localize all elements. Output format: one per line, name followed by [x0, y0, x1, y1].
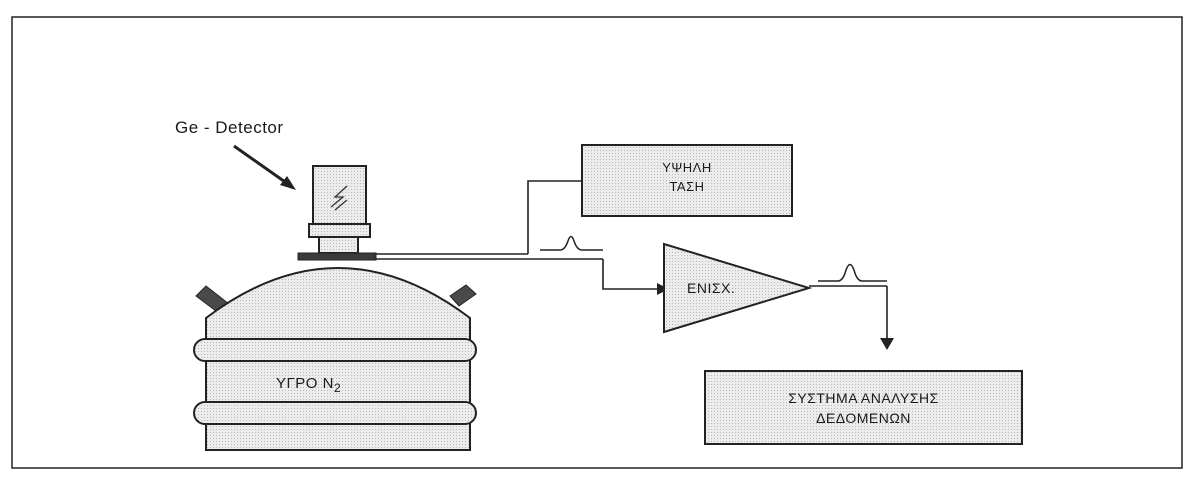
amplifier-triangle	[663, 242, 813, 334]
analysis-line2: ΔΕΔΟΜΕΝΩΝ	[816, 410, 911, 426]
outer-frame	[11, 16, 1183, 469]
dewar-label-main: ΥΓΡΟ Ν	[276, 375, 334, 392]
ge-detector	[297, 165, 377, 261]
dewar-label-subscript: 2	[333, 381, 342, 395]
detector-collar	[308, 223, 371, 238]
signal-cable	[376, 180, 668, 290]
dewar-label: ΥΓΡΟ Ν2	[276, 375, 341, 395]
amplifier-label: ΕΝΙΣΧ.	[687, 280, 736, 296]
pulse-input	[540, 235, 603, 251]
analysis-line1: ΣΥΣΤΗΜΑ ΑΝΑΛΥΣΗΣ	[788, 390, 939, 406]
detector-crystal	[312, 165, 367, 225]
dewar-tank	[193, 267, 477, 451]
high-voltage-line1: ΥΨΗΛΗ	[662, 160, 712, 175]
detector-neck	[318, 236, 359, 254]
arrow-to-analysis	[880, 338, 894, 350]
dewar-ring-lower	[193, 401, 477, 425]
analysis-system-label: ΣΥΣΤΗΜΑ ΑΝΑΛΥΣΗΣ ΔΕΔΟΜΕΝΩΝ	[705, 388, 1022, 428]
high-voltage-label: ΥΨΗΛΗ ΤΑΣΗ	[582, 158, 792, 196]
detector-label: Ge - Detector	[175, 118, 284, 137]
high-voltage-box	[581, 144, 793, 217]
dewar-handle-right	[449, 284, 477, 307]
high-voltage-line2: ΤΑΣΗ	[669, 179, 705, 194]
lightning-icon	[330, 185, 348, 208]
amplifier-output-line	[809, 285, 888, 338]
dewar-ring-upper	[193, 338, 477, 362]
analysis-system-box	[704, 370, 1023, 445]
detector-arrow	[233, 144, 296, 190]
pulse-output	[818, 263, 887, 282]
detector-base	[297, 252, 377, 261]
